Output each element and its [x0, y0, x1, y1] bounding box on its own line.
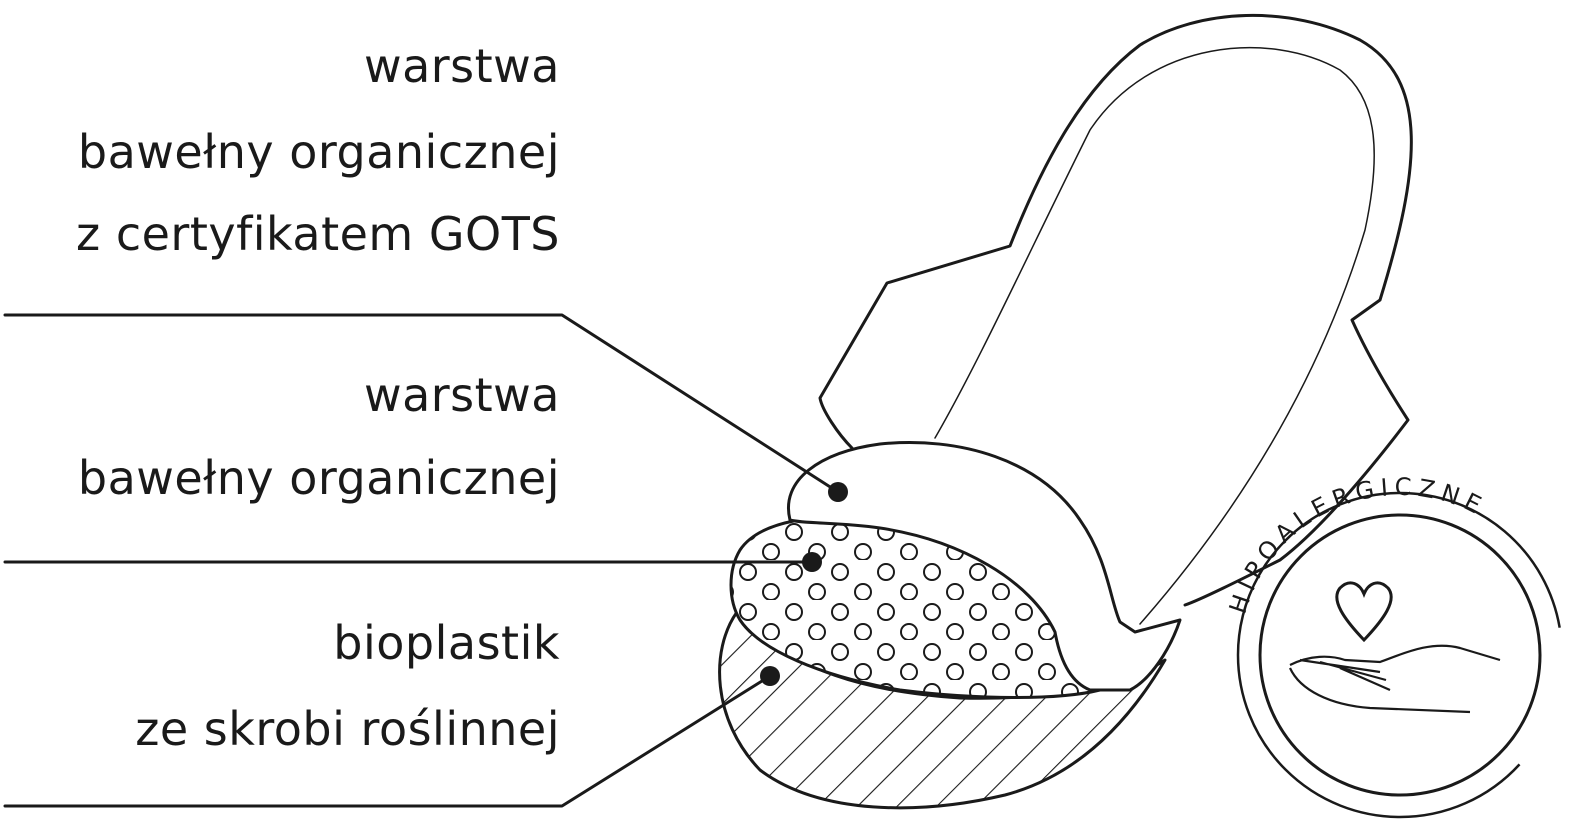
- hypoallergenic-badge: [1236, 491, 1564, 819]
- top-layer-line-1: warstwa: [363, 39, 560, 93]
- leader-line-top: [3, 313, 840, 494]
- badge-text: HIPOALERGICZNE: [1224, 473, 1491, 617]
- pad-outline: [818, 14, 1413, 607]
- top-layer-line-3: z certyfikatem GOTS: [76, 207, 560, 261]
- bottom-layer-line-2: ze skrobi roślinnej: [135, 702, 560, 756]
- bottom-layer-line-1: bioplastik: [333, 616, 560, 670]
- top-layer-line-2: bawełny organicznej: [77, 125, 560, 179]
- top-cotton-layer: [787, 441, 1182, 692]
- marker-dot-middle: [802, 552, 822, 572]
- bioplastic-layer: [718, 610, 1167, 810]
- middle-layer-line-2: bawełny organicznej: [77, 451, 560, 505]
- marker-dot-bottom: [760, 666, 780, 686]
- middle-layer-line-1: warstwa: [363, 368, 560, 422]
- pad-core: [934, 47, 1375, 625]
- hand-icon: [1288, 644, 1501, 714]
- marker-dot-top: [828, 482, 848, 502]
- heart-icon: [1335, 581, 1393, 643]
- leader-line-bottom: [3, 674, 772, 808]
